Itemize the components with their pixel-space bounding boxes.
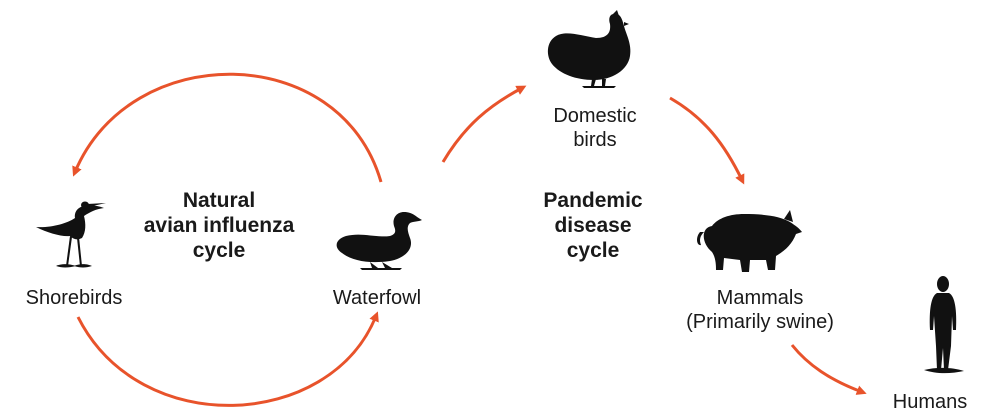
- natural-cycle-title-line1: Natural: [182, 189, 256, 212]
- human-icon: [924, 276, 964, 374]
- pandemic-cycle-title: Pandemic disease cycle: [518, 188, 668, 263]
- shorebirds-label: Shorebirds: [25, 287, 123, 309]
- pandemic-cycle-title-line3: cycle: [566, 239, 620, 262]
- waterfowl-label: Waterfowl: [332, 287, 422, 309]
- pandemic-cycle-title-line2: disease: [554, 214, 632, 237]
- arrow-waterfowl-to-shorebirds: [72, 72, 383, 183]
- pig-icon: [697, 210, 802, 272]
- duck-icon: [336, 212, 422, 270]
- arrow-shorebirds-to-waterfowl: [76, 311, 379, 407]
- domestic-birds-label: Domestic birds: [528, 104, 662, 152]
- natural-cycle-title-line2: avian influenza: [143, 214, 295, 237]
- mammals-label-line2: (Primarily swine): [686, 311, 834, 333]
- chicken-icon: [547, 10, 631, 88]
- pandemic-cycle-title-line1: Pandemic: [543, 189, 643, 212]
- mammals-label: Mammals (Primarily swine): [660, 286, 860, 334]
- humans-label: Humans: [892, 391, 968, 413]
- arrow-waterfowl-to-domestic-birds: [441, 85, 527, 163]
- domestic-birds-label-line2: birds: [573, 129, 617, 151]
- natural-cycle-title: Natural avian influenza cycle: [116, 188, 322, 263]
- shorebird-icon: [36, 201, 106, 268]
- arrow-domestic-birds-to-mammals: [669, 96, 745, 185]
- domestic-birds-label-line1: Domestic: [553, 105, 637, 127]
- natural-cycle-title-line3: cycle: [192, 239, 246, 262]
- mammals-label-line1: Mammals: [716, 287, 804, 309]
- arrow-mammals-to-humans: [790, 344, 867, 395]
